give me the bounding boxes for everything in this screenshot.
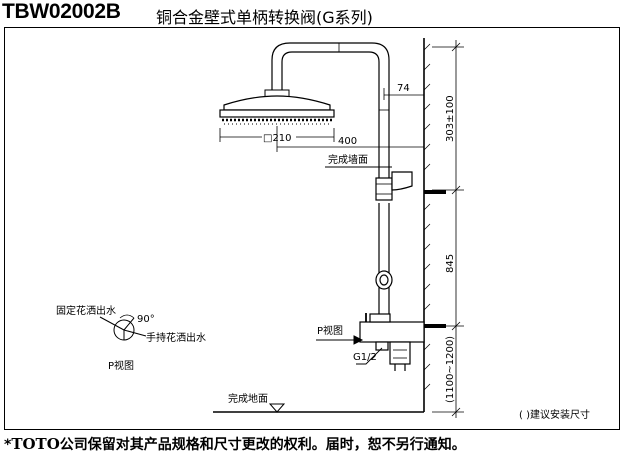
hand-shower-holder [375,270,393,290]
drawing-frame [4,27,620,430]
dim-210 [219,128,335,142]
hand-shower-label: 手持花洒出水 [146,331,206,344]
floor-line [213,403,424,413]
dim-74 [383,88,425,100]
wall-bracket [375,171,446,201]
p-view-arrow-label: P视图 [317,324,343,337]
dim-303-label: 303±100 [445,95,456,142]
shower-head [219,89,335,125]
riser-pipe [271,42,390,322]
finished-wall-label: 完成墙面 [328,153,368,166]
p-view-label: P视图 [108,359,134,372]
dim-845-label: 845 [445,254,456,273]
g-thread-label: G1/2 [353,352,377,363]
finished-floor-label: 完成地面 [228,392,268,405]
p-view-diagram [99,314,147,341]
dim-1100-label: (1100~1200) [445,336,456,403]
install-note: ( )建议安装尺寸 [519,408,590,421]
dim-74-label: 74 [397,83,410,94]
p-view-arrow [316,335,364,345]
wall [423,38,431,412]
dim-400-label: 400 [338,136,357,147]
footer-prefix: * [4,437,12,453]
g-thread-leader [356,347,383,365]
footer-text: 公司保留对其产品规格和尺寸更改的权利。届时，恕不另行通知。 [59,437,466,453]
vertical-dims [432,40,464,418]
dim-400 [276,126,424,152]
footer-brand: TOTO [11,435,60,453]
product-name: 铜合金壁式单柄转换阀(G系列) [156,8,373,27]
dim-210-label: □210 [263,133,292,144]
footer-disclaimer: *TOTO公司保留对其产品规格和尺寸更改的权利。届时，恕不另行通知。 [4,434,466,454]
model-number: TBW02002B [2,0,121,23]
fixed-shower-label: 固定花洒出水 [56,304,116,317]
angle-label: 90° [137,314,155,325]
